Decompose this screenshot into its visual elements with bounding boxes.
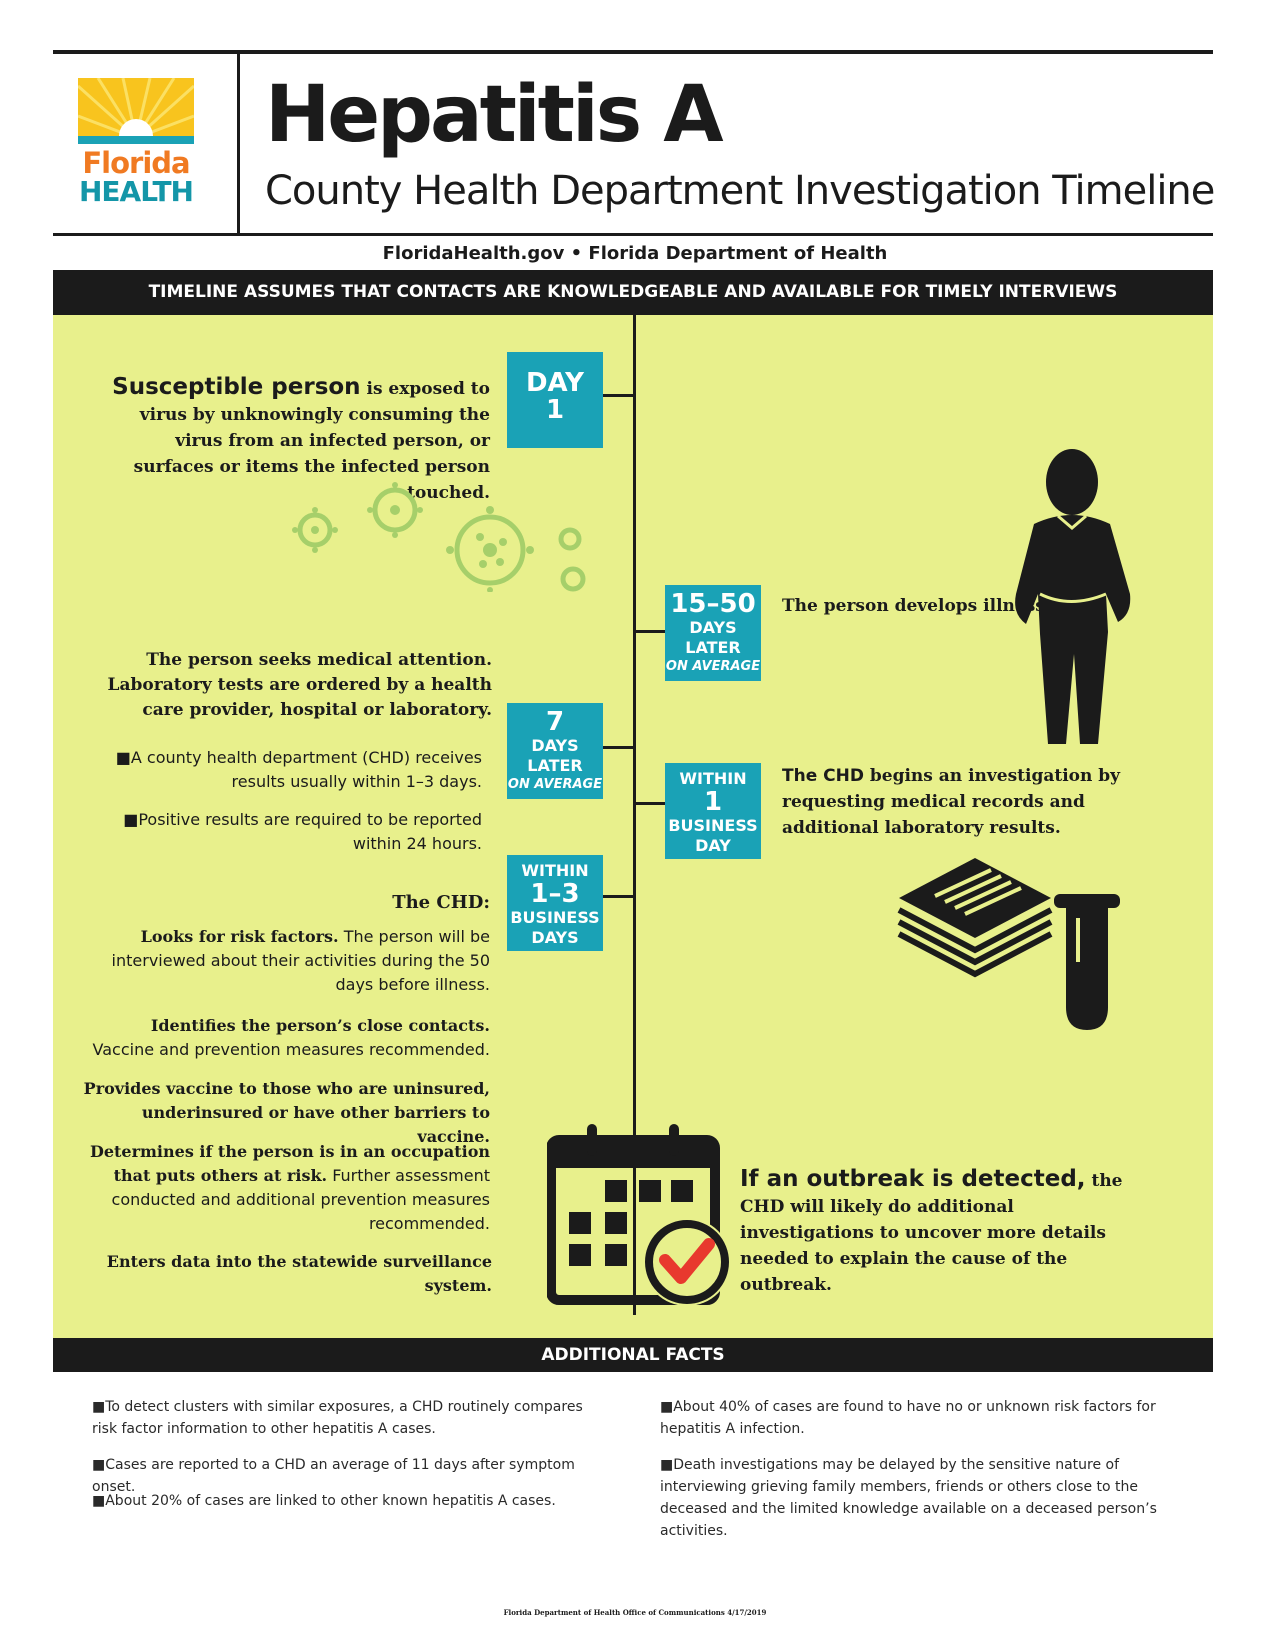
close-contacts-text: Identifies the person’s close contacts. V…	[70, 1014, 490, 1062]
days7-line3: LATER	[527, 756, 583, 775]
within13-line2: 1–3	[530, 879, 580, 909]
page-subtitle: County Health Department Investigation T…	[265, 168, 1215, 214]
close-contacts-rest: Vaccine and prevention measures recommen…	[92, 1040, 490, 1059]
develops-illness: The person develops illness.	[782, 596, 1051, 616]
within13-line1: WITHIN	[521, 861, 589, 880]
header-bottom-rule	[53, 233, 1213, 236]
day1-line2: 1	[545, 395, 565, 425]
additional-facts-bar: ADDITIONAL FACTS	[53, 1338, 1213, 1372]
bullet-chd-receives: ■A county health department (CHD) receiv…	[90, 746, 482, 794]
provides-vaccine: Provides vaccine to those who are uninsu…	[83, 1079, 490, 1146]
days1550-line3: LATER	[685, 638, 741, 657]
the-chd-heading: The CHD:	[90, 890, 490, 915]
fact-left-2: ■Cases are reported to a CHD an average …	[92, 1454, 612, 1498]
fact-left-3: ■About 20% of cases are linked to other …	[92, 1490, 612, 1512]
bullet-chd-receives-text: ■A county health department (CHD) receiv…	[115, 748, 482, 791]
days1550-line4: ON AVERAGE	[665, 659, 761, 674]
fact-left-3-text: ■About 20% of cases are linked to other …	[92, 1493, 556, 1509]
close-contacts-bold: Identifies the person’s close contacts.	[150, 1016, 490, 1035]
risk-factors-text: Looks for risk factors. The person will …	[90, 925, 490, 997]
outbreak-lead: If an outbreak is detected,	[740, 1166, 1086, 1192]
days7-line2: DAYS	[531, 736, 579, 755]
the-chd-heading-text: The CHD:	[392, 892, 490, 913]
virus-icon	[292, 482, 586, 592]
timeline-box-day1: DAY 1	[507, 352, 603, 448]
documents-icon	[897, 858, 1053, 978]
logo-word-florida: Florida	[82, 146, 190, 180]
tick-day1	[603, 394, 634, 397]
timeline-box-7-days: 7 DAYS LATER ON AVERAGE	[507, 703, 603, 799]
occupation-bold: Determines if the person is in an occupa…	[89, 1142, 490, 1185]
tick-15-50	[634, 630, 665, 633]
calendar-check-icon	[547, 1124, 731, 1306]
days1550-line2: DAYS	[689, 618, 737, 637]
within1-line2: 1	[703, 787, 723, 817]
occupation-text: Determines if the person is in an occupa…	[80, 1140, 490, 1236]
additional-facts-heading: ADDITIONAL FACTS	[541, 1345, 725, 1365]
page-title: Hepatitis A	[265, 70, 724, 160]
days7-line4: ON AVERAGE	[507, 777, 603, 792]
top-rule	[53, 50, 1213, 54]
within1-line3: BUSINESS	[668, 816, 758, 835]
bullet-positive-results-text: ■Positive results are required to be rep…	[123, 810, 482, 853]
fact-left-1: ■To detect clusters with similar exposur…	[92, 1396, 612, 1440]
outbreak-text: If an outbreak is detected, the CHD will…	[740, 1166, 1140, 1298]
chd-begins-bold: The CHD	[782, 766, 864, 786]
enters-data: Enters data into the statewide surveilla…	[106, 1252, 492, 1295]
chd-begins-text: The CHD begins an investigation by reque…	[782, 763, 1182, 841]
tick-7	[603, 746, 634, 749]
ill-person-icon	[1015, 449, 1131, 744]
day1-line1: DAY	[525, 368, 585, 398]
logo-word-health: HEALTH	[79, 175, 194, 208]
fact-left-2-text: ■Cases are reported to a CHD an average …	[92, 1457, 575, 1495]
outbreak-rest: the CHD will likely do additional invest…	[740, 1171, 1123, 1295]
exposure-rest: is exposed to virus by unknowingly consu…	[133, 379, 490, 503]
test-tube-icon	[1054, 894, 1120, 1030]
fact-right-1: ■About 40% of cases are found to have no…	[660, 1396, 1160, 1440]
risk-factors-bold: Looks for risk factors.	[140, 927, 339, 946]
timeline-box-within-1-3-days: WITHIN 1–3 BUSINESS DAYS	[507, 855, 603, 951]
timeline-box-15-50-days: 15–50 DAYS LATER ON AVERAGE	[665, 585, 761, 681]
risk-factors-rest: The person will be interviewed about the…	[111, 927, 490, 994]
days1550-line1: 15–50	[670, 589, 756, 619]
fact-left-1-text: ■To detect clusters with similar exposur…	[92, 1399, 583, 1437]
bullet-positive-results: ■Positive results are required to be rep…	[90, 808, 482, 856]
header-divider	[237, 54, 240, 235]
florida-health-logo: Florida HEALTH	[78, 78, 194, 206]
provides-vaccine-text: Provides vaccine to those who are uninsu…	[70, 1077, 490, 1149]
fact-right-2: ■Death investigations may be delayed by …	[660, 1454, 1160, 1542]
seeks-attention-text: The person seeks medical attention. Labo…	[70, 648, 492, 723]
within13-line3: BUSINESS	[510, 908, 600, 927]
assumption-banner: TIMELINE ASSUMES THAT CONTACTS ARE KNOWL…	[53, 270, 1213, 315]
fact-right-2-text: ■Death investigations may be delayed by …	[660, 1457, 1157, 1539]
within1-line1: WITHIN	[679, 769, 747, 788]
tick-within1	[634, 802, 665, 805]
tick-within1-3	[603, 895, 634, 898]
within13-line4: DAYS	[531, 928, 579, 947]
days7-line1: 7	[545, 707, 565, 737]
chd-begins-rest: begins an investigation by requesting me…	[782, 766, 1121, 838]
within1-line4: DAY	[695, 836, 731, 855]
timeline-line	[633, 315, 636, 1315]
footer-credit: Florida Department of Health Office of C…	[503, 1608, 767, 1617]
site-line: FloridaHealth.gov • Florida Department o…	[382, 243, 888, 264]
develops-illness-text: The person develops illness.	[782, 594, 1062, 619]
exposure-lead: Susceptible person	[112, 374, 361, 400]
timeline-box-within-1-day: WITHIN 1 BUSINESS DAY	[665, 763, 761, 859]
seeks-attention: The person seeks medical attention. Labo…	[107, 650, 492, 720]
enters-data-text: Enters data into the statewide surveilla…	[60, 1250, 492, 1298]
fact-right-1-text: ■About 40% of cases are found to have no…	[660, 1399, 1156, 1437]
occupation-rest: Further assessment conducted and additio…	[111, 1166, 490, 1233]
assumption-banner-text: TIMELINE ASSUMES THAT CONTACTS ARE KNOWL…	[148, 282, 1118, 302]
exposure-text: Susceptible person is exposed to virus b…	[90, 374, 490, 506]
